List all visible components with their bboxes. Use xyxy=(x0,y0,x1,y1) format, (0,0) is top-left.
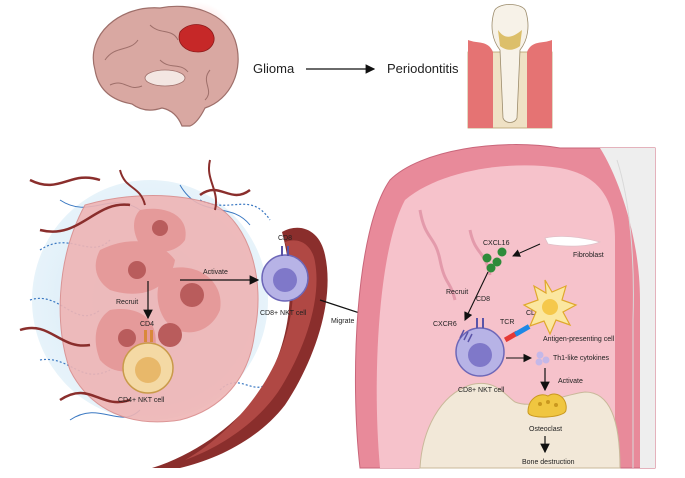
fibroblast-label: Fibroblast xyxy=(573,252,604,259)
brain-icon xyxy=(92,2,239,127)
cd8-nkt-cell-label-vessel: CD8+ NKT cell xyxy=(260,310,307,317)
migrate-label: Migrate xyxy=(331,318,354,325)
tumor-blood-vessels xyxy=(19,176,251,404)
cd8-nkt-cell-gum xyxy=(455,318,505,377)
tcr-cd1d-complex xyxy=(503,324,531,343)
cxcl16-molecules xyxy=(482,247,507,273)
osteoclast-icon xyxy=(527,393,567,418)
osteoclast-label: Osteoclast xyxy=(529,426,562,433)
cytokines-label: Th1-like cytokines xyxy=(553,355,610,362)
recruit-arrow-right xyxy=(464,271,489,321)
periodontitis-title: Periodontitis xyxy=(387,61,459,76)
cd4-nkt-cell-label: CD4+ NKT cell xyxy=(118,397,165,404)
cd8-nkt-cell-label-gum: CD8+ NKT cell xyxy=(458,387,505,394)
glioma-title: Glioma xyxy=(253,61,295,76)
activate-label-left: Activate xyxy=(203,269,228,276)
glioma-tumor-icon xyxy=(178,24,215,53)
cd8-label-gum: CD8 xyxy=(476,296,490,303)
alveolar-bone xyxy=(419,382,621,469)
fibroblast-icon xyxy=(544,235,602,247)
tooth-icon xyxy=(467,4,553,129)
recruit-label-right: Recruit xyxy=(446,289,468,296)
tcr-label: TCR xyxy=(500,319,514,326)
blood-vessel-lumen xyxy=(185,240,317,460)
cd4-nkt-cell xyxy=(122,330,174,394)
bone-destruction-label: Bone destruction xyxy=(522,459,575,466)
recruit-label-left: Recruit xyxy=(116,299,138,306)
cxcl16-label: CXCL16 xyxy=(483,240,510,247)
cytokine-molecules xyxy=(535,351,550,366)
cd8-label-vessel: CD8 xyxy=(278,235,292,242)
fibroblast-arrow xyxy=(512,243,541,257)
periodontium-panel xyxy=(354,144,656,469)
apc-label: Antigen-presenting cell xyxy=(543,336,615,343)
cd8-nkt-cell-vessel xyxy=(261,246,309,302)
antigen-presenting-cell xyxy=(522,279,578,336)
cxcr6-label: CXCR6 xyxy=(433,321,457,328)
activate-label-right: Activate xyxy=(558,378,583,385)
cd4-label: CD4 xyxy=(140,321,154,328)
tumor-panel xyxy=(19,159,271,423)
tooth-surface xyxy=(600,148,655,468)
